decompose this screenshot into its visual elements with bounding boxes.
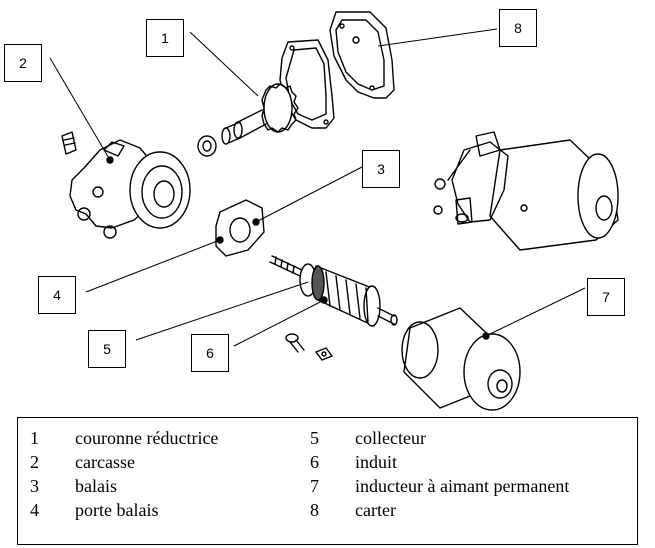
callout-1: 1 bbox=[146, 19, 184, 57]
callout-2: 2 bbox=[4, 44, 42, 82]
armature-part bbox=[269, 255, 398, 327]
legend-number: 7 bbox=[310, 476, 319, 496]
callout-3-number: 3 bbox=[377, 161, 385, 177]
legend-box: 1 couronne réductrice 2 carcasse 3 balai… bbox=[17, 417, 638, 545]
permanent-magnet-stator-part bbox=[401, 307, 521, 411]
callout-5-number: 5 bbox=[103, 341, 111, 357]
legend-number: 4 bbox=[30, 500, 39, 520]
callout-2-number: 2 bbox=[19, 55, 27, 71]
leader-lines bbox=[49, 28, 586, 347]
brush-holder-part bbox=[215, 199, 265, 257]
callout-1-number: 1 bbox=[161, 30, 169, 46]
callout-5: 5 bbox=[88, 330, 126, 368]
callout-8-number: 8 bbox=[514, 20, 522, 36]
legend-number: 2 bbox=[30, 452, 39, 472]
callout-4-number: 4 bbox=[53, 287, 61, 303]
carter-part bbox=[279, 11, 395, 129]
reduction-gear-part bbox=[197, 83, 299, 157]
legend-label: carcasse bbox=[75, 452, 135, 472]
callout-7-number: 7 bbox=[602, 289, 610, 305]
screw-and-nut-part bbox=[285, 333, 333, 361]
callout-6-number: 6 bbox=[206, 345, 214, 361]
legend-label: carter bbox=[355, 500, 396, 520]
legend-label: collecteur bbox=[355, 428, 426, 448]
callout-8: 8 bbox=[499, 9, 537, 47]
legend-number: 3 bbox=[30, 476, 39, 496]
callout-7: 7 bbox=[587, 278, 625, 316]
assembled-motor-part bbox=[433, 131, 619, 251]
legend-label: induit bbox=[355, 452, 398, 472]
legend-number: 1 bbox=[30, 428, 39, 448]
callout-4: 4 bbox=[38, 276, 76, 314]
legend-number: 8 bbox=[310, 500, 319, 520]
legend-label: balais bbox=[75, 476, 117, 496]
legend-label: porte balais bbox=[75, 500, 159, 520]
callout-3: 3 bbox=[362, 150, 400, 188]
callout-6: 6 bbox=[191, 334, 229, 372]
legend-label: couronne réductrice bbox=[75, 428, 219, 448]
legend-number: 5 bbox=[310, 428, 319, 448]
legend-label: inducteur à aimant permanent bbox=[355, 476, 570, 496]
legend-number: 6 bbox=[310, 452, 319, 472]
housing-part bbox=[61, 131, 191, 239]
